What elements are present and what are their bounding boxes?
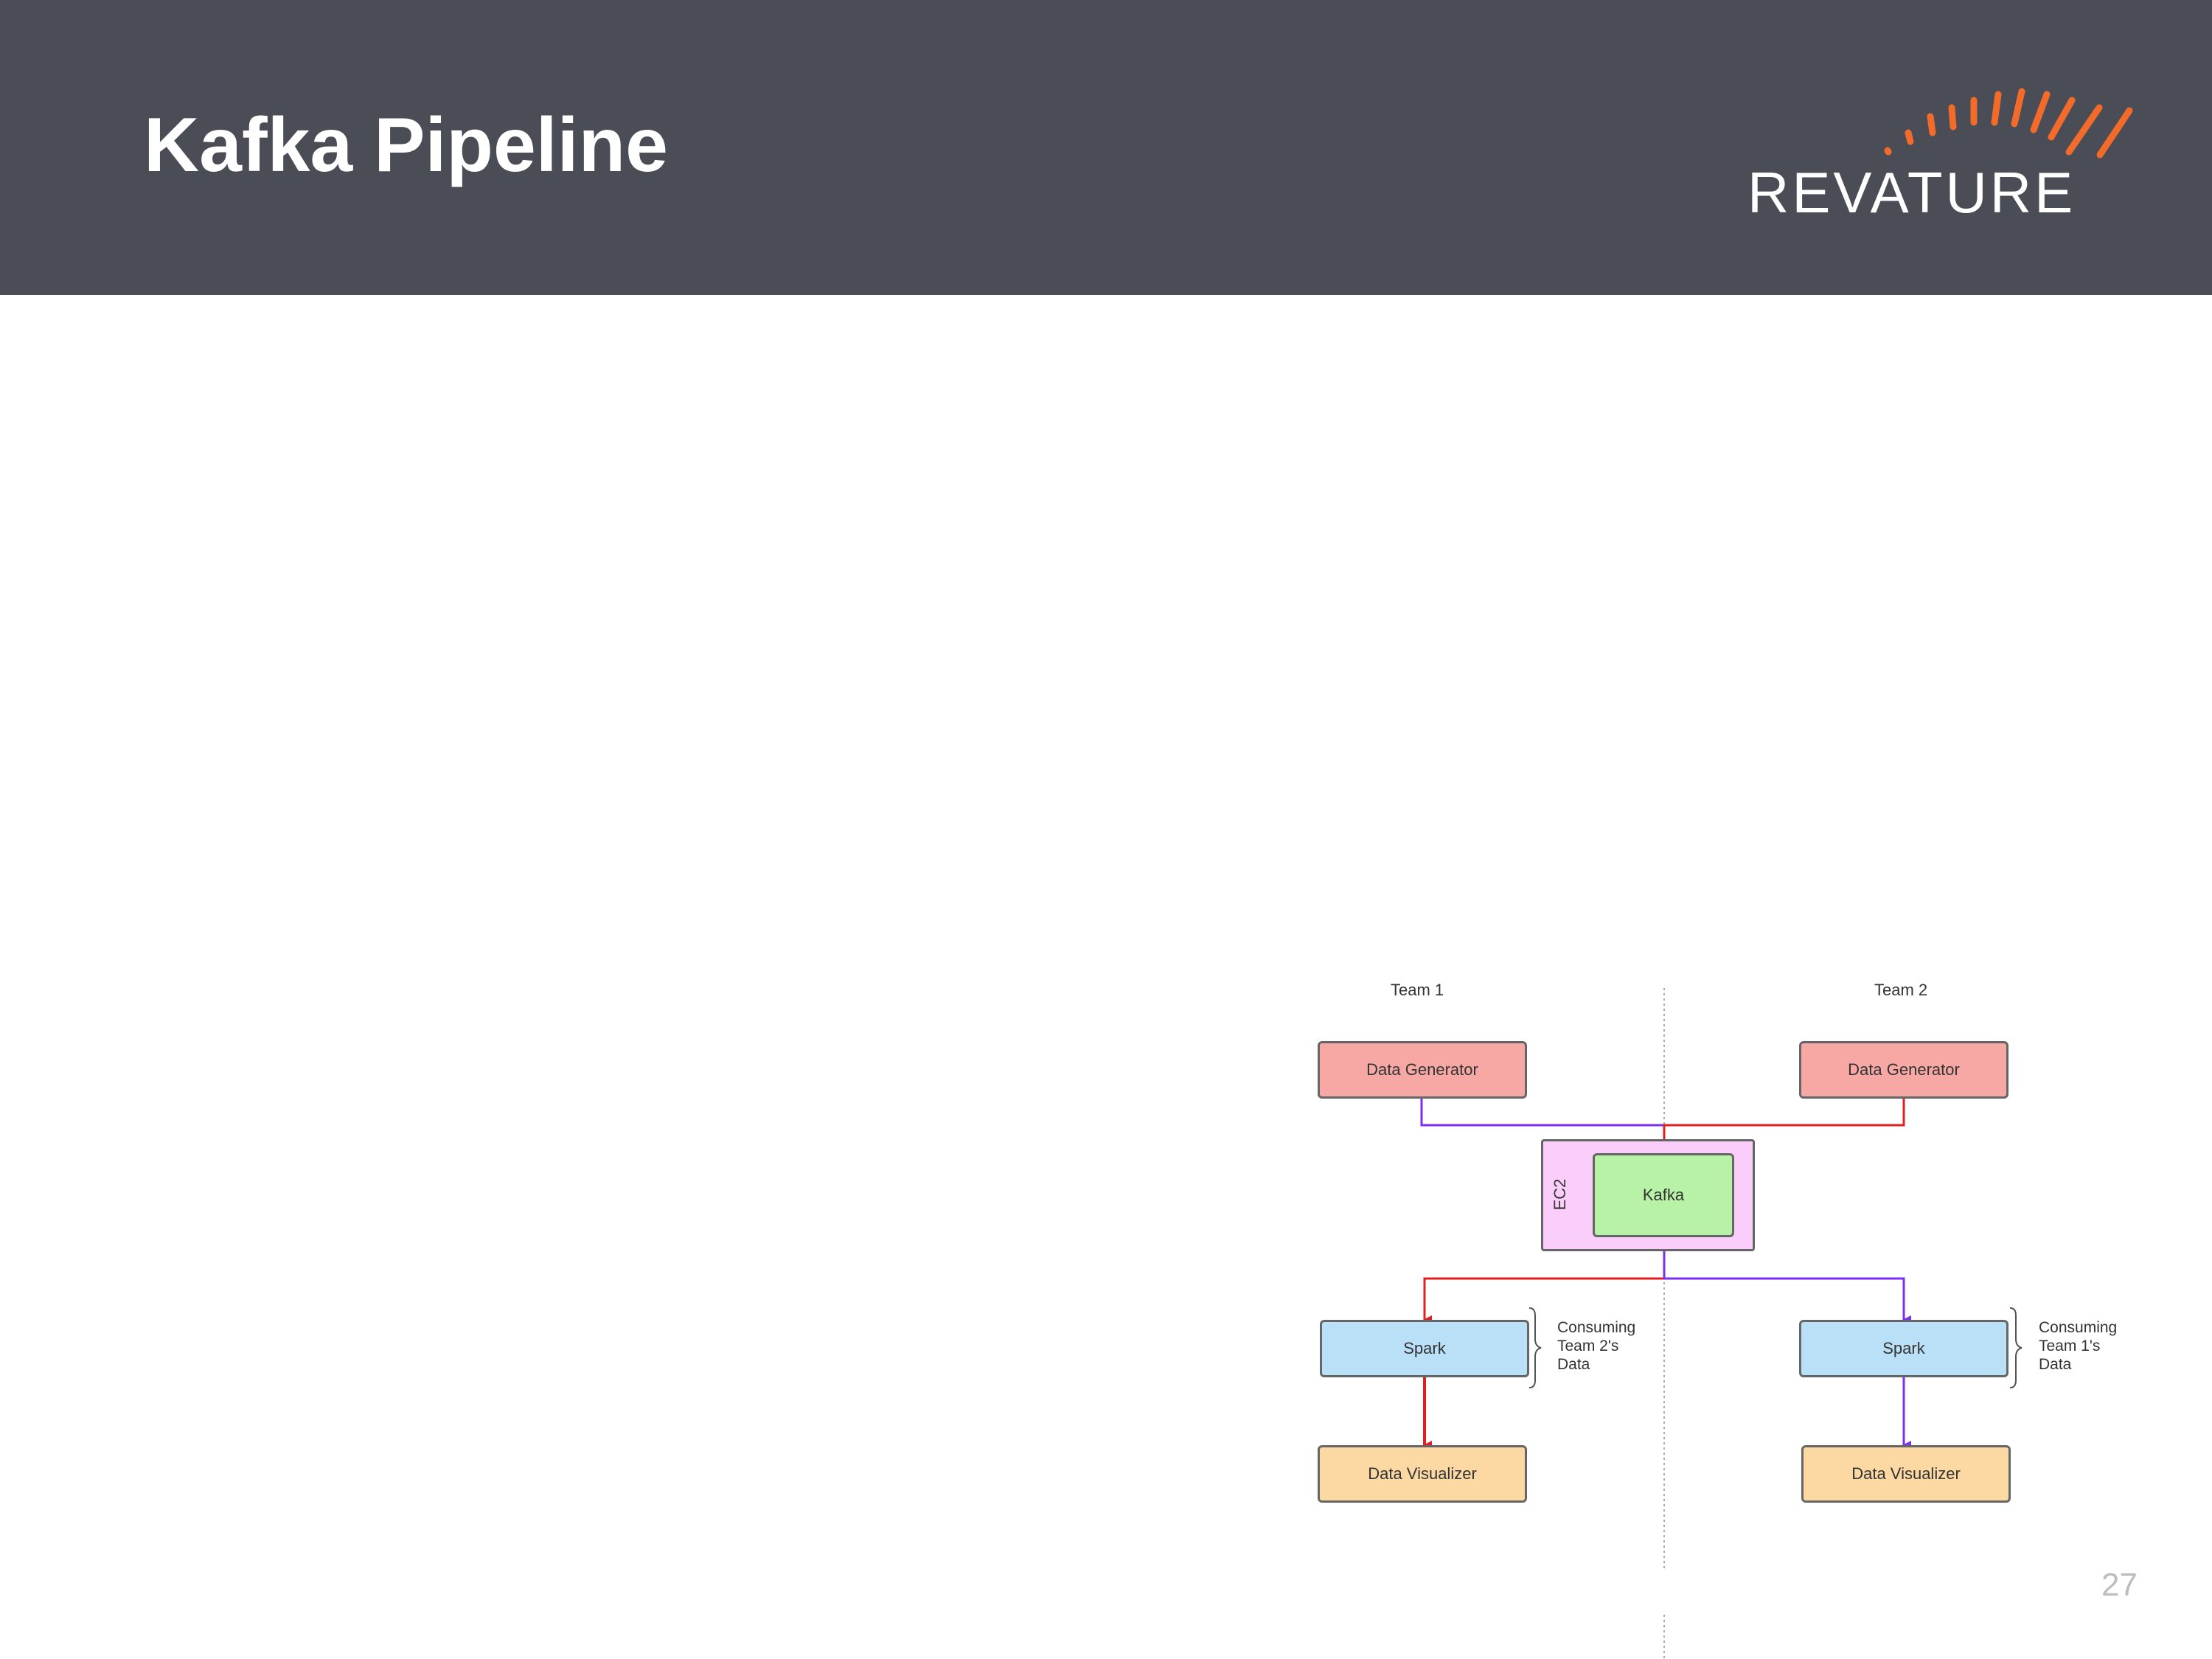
team2-spark: Spark [1799,1320,2008,1377]
slide-title: Kafka Pipeline [144,102,668,188]
slide-header: Kafka Pipeline REVATURE [0,0,2212,295]
diagram-connectors [1420,988,2023,1659]
ec2-label: EC2 [1551,1178,1569,1211]
team1-label: Team 1 [1391,981,1444,999]
kafka-broker: Kafka [1593,1153,1734,1237]
team1-spark: Spark [1320,1320,1529,1377]
team1-data-generator: Data Generator [1318,1041,1527,1099]
team2-data-visualizer: Data Visualizer [1801,1445,2011,1503]
team1-consuming-brace [1528,1307,1542,1388]
revature-logo: REVATURE [1747,81,2146,221]
logo-wordmark: REVATURE [1747,160,2076,225]
kafka-pipeline-diagram: Team 1 Team 2 Data Generator Data Genera… [1298,959,2168,1659]
flow-kafka-to-team2-spark [1663,1236,1911,1324]
logo-sunburst-icon [1884,88,2133,159]
flow-team2-to-kafka [1663,1097,1905,1156]
page-number: 27 [2101,1567,2138,1603]
team1-consuming-note: Consuming Team 2's Data [1557,1319,1636,1373]
flow-team1-to-kafka [1420,1097,1664,1127]
team2-data-generator: Data Generator [1799,1041,2008,1099]
team2-label: Team 2 [1874,981,1928,999]
team2-consuming-note: Consuming Team 1's Data [2039,1319,2118,1373]
team2-consuming-brace [2009,1307,2023,1388]
team1-data-visualizer: Data Visualizer [1318,1445,1527,1503]
